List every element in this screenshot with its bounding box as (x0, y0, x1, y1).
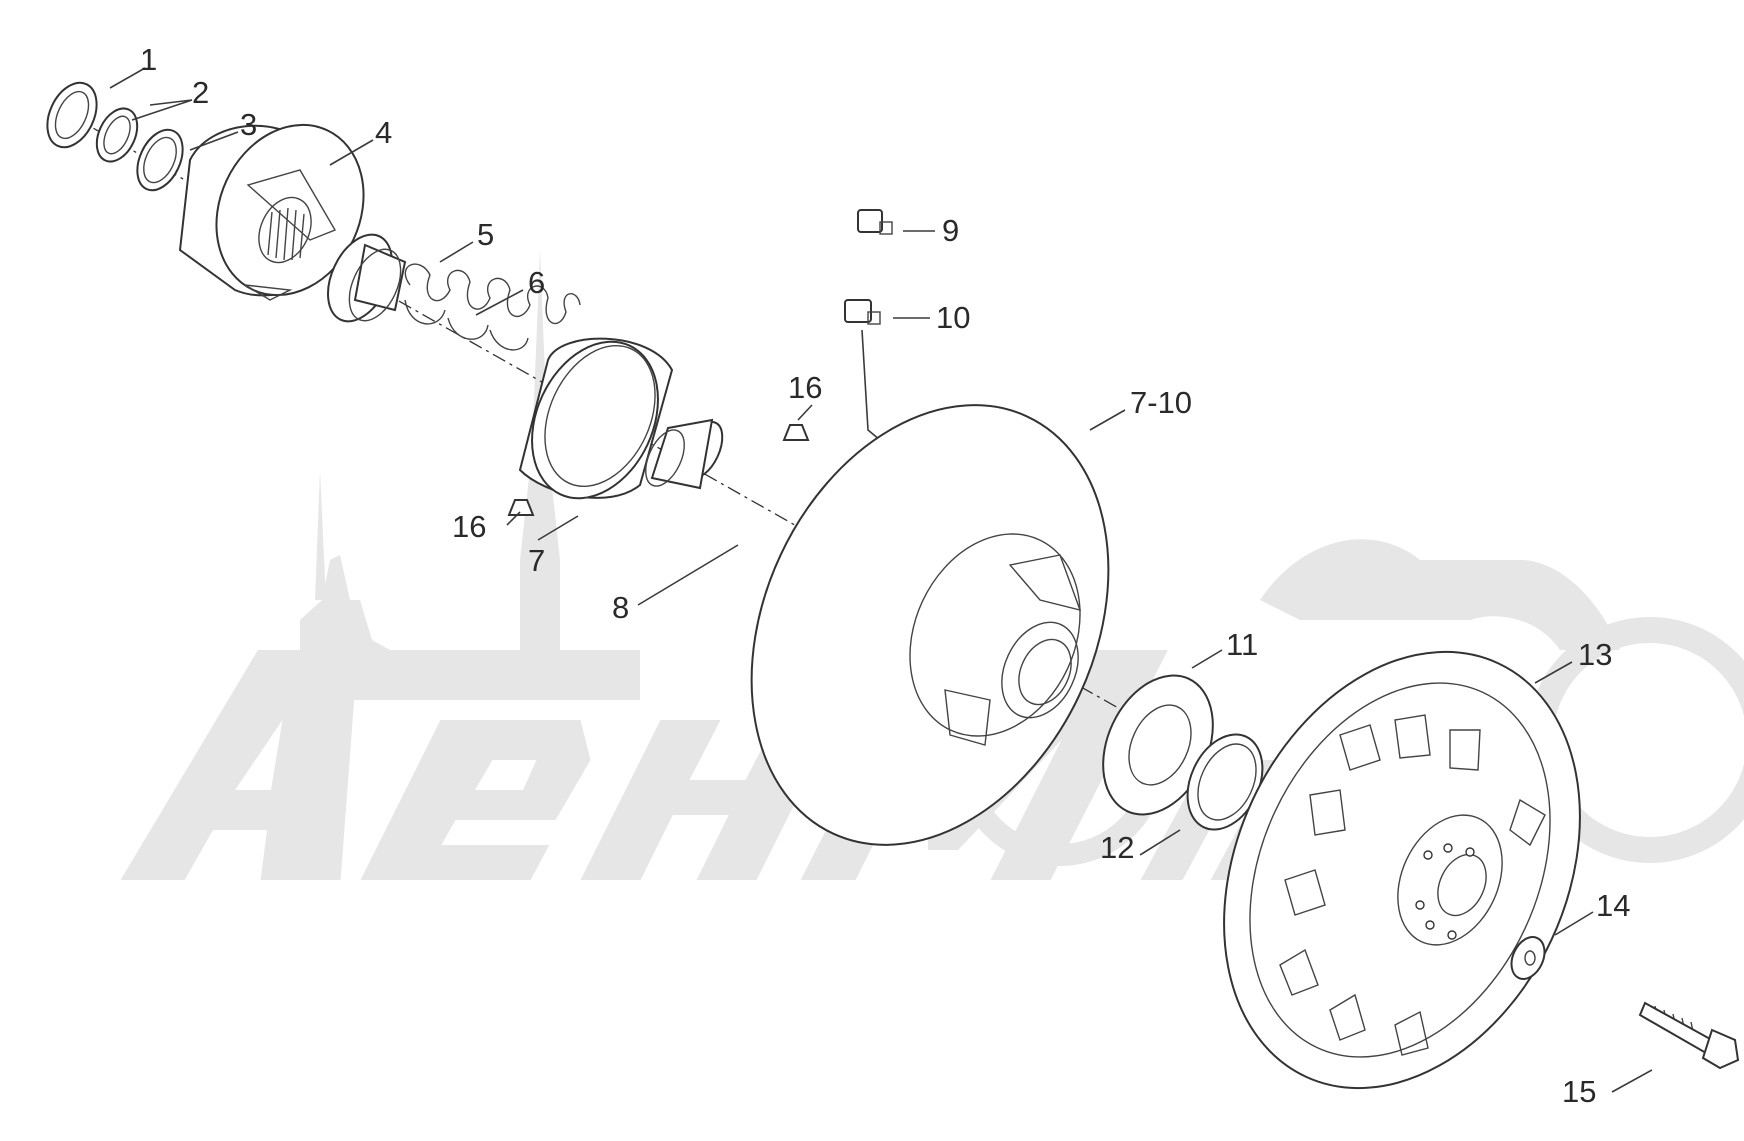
part-2-split-ring (95, 107, 139, 163)
callout-labels: 1 2 3 4 5 6 7 8 9 10 7-10 11 12 13 14 15… (140, 42, 1630, 1109)
callout-7: 7 (528, 543, 545, 578)
callout-16-lower: 16 (452, 509, 486, 544)
part-15-bolt (1638, 1001, 1740, 1070)
leader-lines (109, 67, 1653, 1093)
callout-3: 3 (240, 107, 257, 142)
callout-12: 12 (1100, 830, 1134, 865)
part-14-washer (1510, 936, 1546, 980)
part-3-washer (136, 128, 184, 192)
callout-4: 4 (375, 115, 392, 150)
part-16-fitting-lower (507, 499, 535, 516)
part-6-spring (404, 263, 581, 351)
callout-5: 5 (477, 217, 494, 252)
callout-6: 6 (528, 265, 545, 300)
part-7-cup (518, 337, 674, 500)
part-10-arrow (861, 329, 881, 441)
part-16-fitting-upper (782, 424, 810, 441)
part-5-bushing (327, 233, 407, 323)
callout-9: 9 (942, 213, 959, 248)
part-9-slider-button (857, 209, 893, 235)
callout-1: 1 (140, 42, 157, 77)
callout-2: 2 (192, 75, 209, 110)
callout-14: 14 (1596, 888, 1630, 923)
part-10-slider-button (844, 299, 881, 325)
part-4-cover (178, 123, 365, 301)
callout-10: 10 (936, 300, 970, 335)
callout-16-upper: 16 (788, 370, 822, 405)
part-8-sleeve (645, 418, 724, 490)
callout-7-10: 7-10 (1130, 385, 1192, 420)
callout-13: 13 (1578, 637, 1612, 672)
callout-8: 8 (612, 590, 629, 625)
callout-11: 11 (1226, 627, 1258, 662)
part-7-10-movable-sheave (750, 404, 1110, 846)
part-1-snap-ring (46, 81, 98, 149)
callout-15: 15 (1562, 1074, 1596, 1109)
part-13-fixed-sheave (1223, 650, 1581, 1090)
